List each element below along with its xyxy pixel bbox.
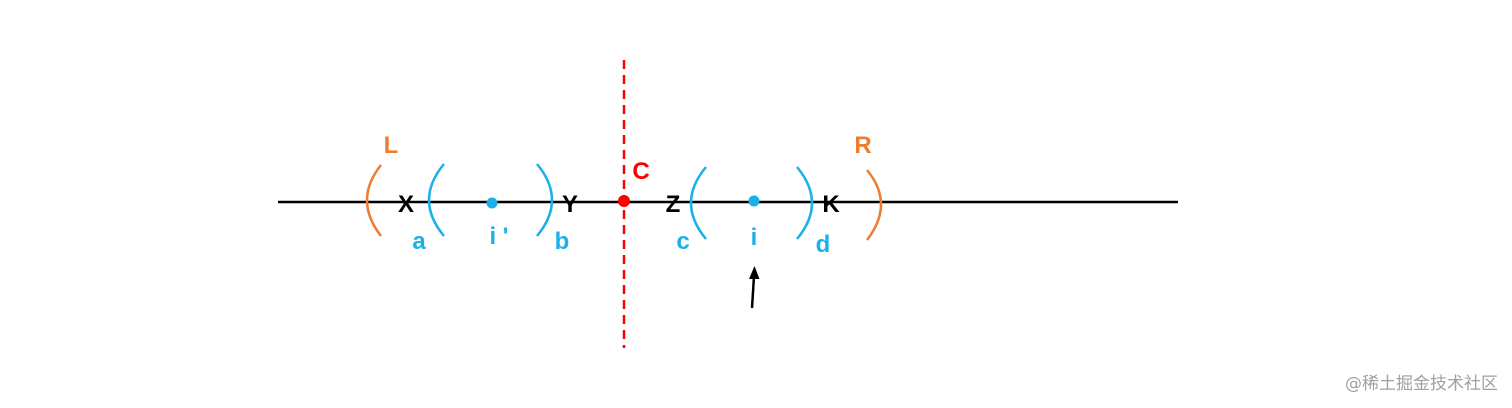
label-i-mirror: i ' xyxy=(489,223,508,250)
label-Z: Z xyxy=(666,191,681,218)
label-Y: Y xyxy=(562,191,578,218)
label-C: C xyxy=(632,158,649,185)
bracket-b xyxy=(536,163,554,237)
label-b: b xyxy=(555,228,570,255)
label-L: L xyxy=(384,132,399,159)
label-d: d xyxy=(816,231,831,258)
watermark-text: @稀土掘金技术社区 xyxy=(1345,374,1498,394)
bracket-a xyxy=(427,163,445,237)
label-i: i xyxy=(751,224,758,251)
label-K: K xyxy=(822,191,840,218)
label-R: R xyxy=(854,132,871,159)
label-X: X xyxy=(398,191,414,218)
bracket-d xyxy=(796,166,814,240)
point-center xyxy=(618,195,630,207)
point-i-mirror xyxy=(486,197,498,209)
arrow-head xyxy=(749,266,760,279)
label-c: c xyxy=(676,228,689,255)
right-outer-bracket xyxy=(866,169,883,241)
left-outer-bracket xyxy=(365,164,382,237)
bracket-c xyxy=(689,166,707,240)
point-i xyxy=(748,195,760,207)
label-a: a xyxy=(412,228,426,255)
arrow-shaft xyxy=(750,275,756,309)
